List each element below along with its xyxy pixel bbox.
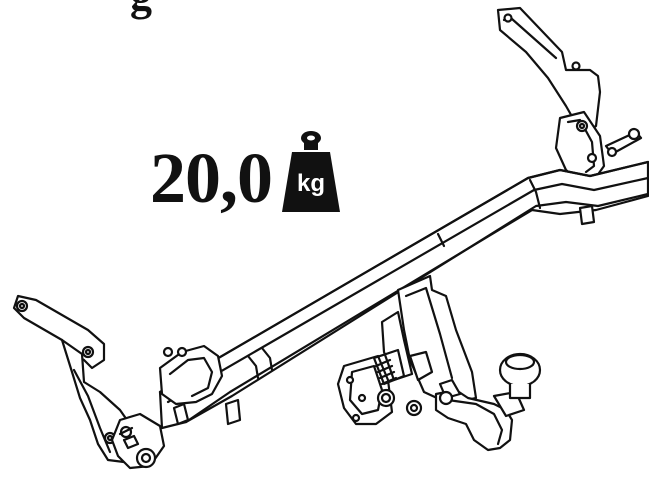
tow-ball-neck	[434, 388, 514, 452]
weight-rating: 20,0 kg	[150, 124, 342, 214]
left-mounting-plate	[12, 294, 106, 370]
right-mounting-plate	[496, 6, 602, 134]
weight-value: 20,0	[150, 138, 273, 218]
title-fragment: g	[130, 0, 152, 18]
weight-icon: kg	[280, 124, 342, 214]
weight-unit: kg	[296, 170, 325, 197]
